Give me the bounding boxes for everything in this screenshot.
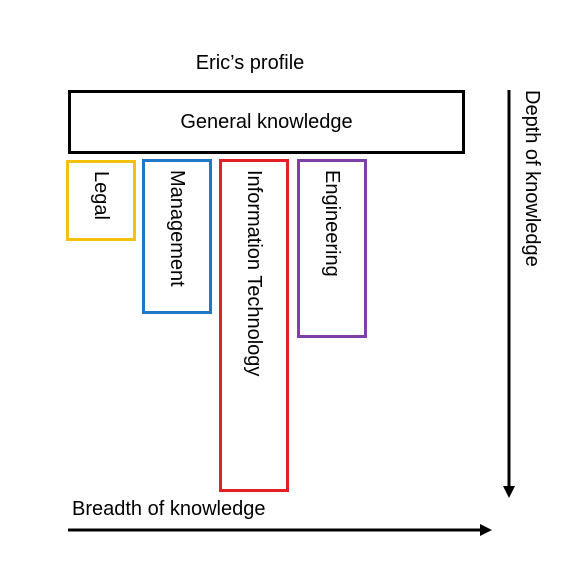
depth-axis-arrow bbox=[503, 90, 515, 498]
breadth-axis-label: Breadth of knowledge bbox=[72, 498, 266, 520]
legal-label: Legal bbox=[90, 171, 112, 220]
general-knowledge-box: General knowledge bbox=[68, 90, 465, 154]
management-label: Management bbox=[166, 170, 188, 287]
management-column: Management bbox=[142, 159, 212, 314]
information-technology-label: Information Technology bbox=[243, 170, 265, 377]
breadth-axis-arrow bbox=[68, 524, 492, 536]
engineering-label: Engineering bbox=[321, 170, 343, 277]
diagram-title: Eric’s profile bbox=[195, 52, 305, 74]
general-knowledge-label: General knowledge bbox=[180, 110, 353, 133]
legal-column: Legal bbox=[66, 160, 136, 241]
information-technology-column: Information Technology bbox=[219, 159, 289, 492]
engineering-column: Engineering bbox=[297, 159, 367, 338]
depth-axis-label: Depth of knowledge bbox=[521, 90, 543, 267]
